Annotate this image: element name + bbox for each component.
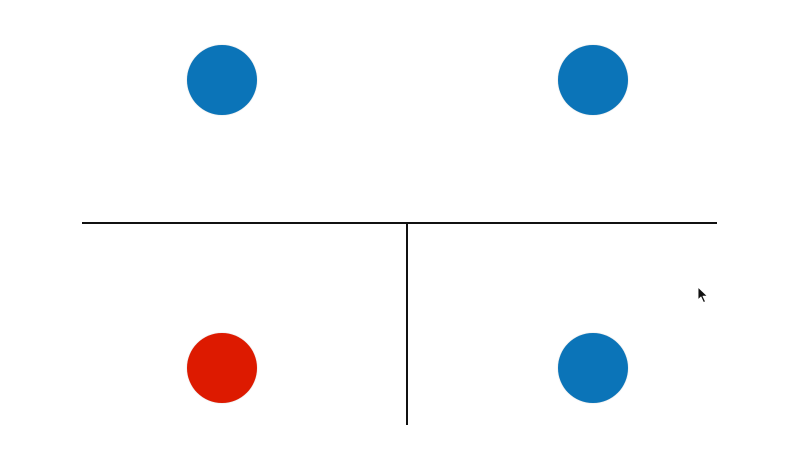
arrow-pointer-icon (697, 286, 708, 303)
dot-top-left (187, 45, 257, 115)
dot-bottom-right (558, 333, 628, 403)
vertical-divider-line (406, 223, 408, 425)
dot-top-right (558, 45, 628, 115)
dot-bottom-left (187, 333, 257, 403)
horizontal-divider-line (82, 222, 717, 224)
